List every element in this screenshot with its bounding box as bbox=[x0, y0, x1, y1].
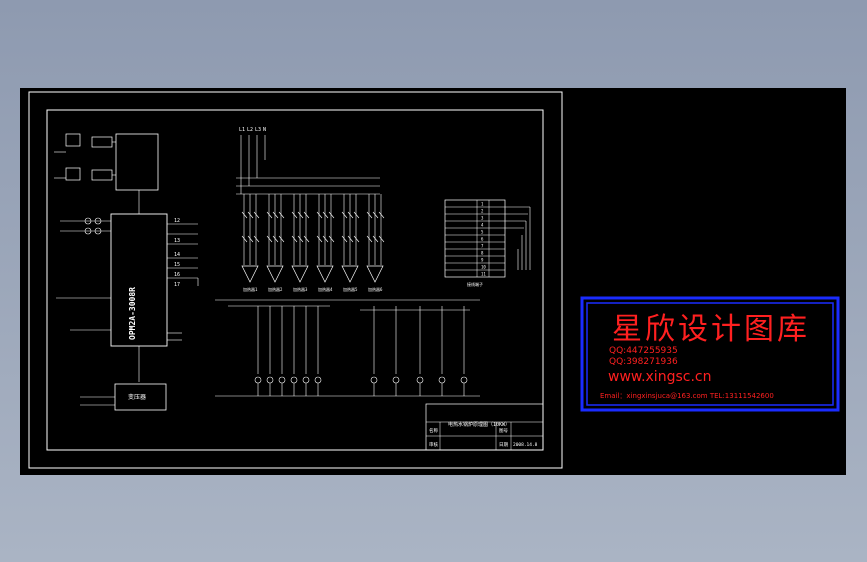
indicator-lamp bbox=[266, 376, 274, 384]
relay-coil bbox=[416, 376, 424, 384]
heater-column bbox=[266, 194, 285, 283]
svg-text:接线端子: 接线端子 bbox=[467, 281, 483, 287]
terminal-number: 11 bbox=[481, 272, 486, 277]
control-rung bbox=[370, 306, 378, 396]
controller-box bbox=[110, 213, 168, 347]
terminal-leads bbox=[505, 206, 531, 270]
relay-coil bbox=[460, 376, 468, 384]
relay-coil bbox=[370, 376, 378, 384]
title-block: 电热水锅炉原理图（10KW） 名称 图号 审核 日期 2008.14.8 bbox=[425, 403, 544, 451]
control-rung bbox=[392, 306, 400, 396]
control-rung bbox=[438, 306, 446, 396]
svg-text:日期: 日期 bbox=[499, 442, 508, 448]
svg-text:加热器5: 加热器5 bbox=[343, 286, 358, 292]
heater-columns bbox=[241, 194, 385, 283]
watermark-website[interactable]: www.xingsc.cn bbox=[608, 369, 712, 385]
control-rung bbox=[314, 306, 322, 396]
pin-labels: 12 13 14 15 16 17 bbox=[174, 218, 180, 288]
terminal-number: 4 bbox=[481, 223, 484, 228]
control-rung bbox=[460, 306, 468, 396]
svg-text:14: 14 bbox=[174, 252, 180, 258]
terminal-number: 10 bbox=[481, 265, 486, 270]
control-columns bbox=[254, 306, 468, 396]
heater-labels: 加热器1 加热器2 加热器3 加热器4 加热器5 加热器6 bbox=[243, 286, 383, 292]
drawing-title: 电热水锅炉原理图（10KW） bbox=[448, 421, 510, 428]
svg-text:17: 17 bbox=[174, 282, 180, 288]
svg-text:13: 13 bbox=[174, 238, 180, 244]
heater-column bbox=[241, 194, 260, 283]
heater-column bbox=[291, 194, 310, 283]
svg-text:L1: L1 bbox=[239, 127, 245, 133]
control-rung bbox=[416, 306, 424, 396]
svg-text:12: 12 bbox=[174, 218, 180, 224]
terminal-number: 8 bbox=[481, 251, 484, 256]
heater-column bbox=[366, 194, 385, 283]
svg-text:加热器1: 加热器1 bbox=[243, 286, 258, 292]
control-rung bbox=[278, 306, 286, 396]
watermark-box bbox=[580, 296, 840, 412]
svg-text:加热器6: 加热器6 bbox=[368, 286, 383, 292]
phase-labels: L1 L2 L3 N bbox=[239, 127, 266, 133]
svg-text:L2: L2 bbox=[247, 127, 253, 133]
control-rung bbox=[290, 306, 298, 396]
svg-text:变压器: 变压器 bbox=[128, 393, 146, 401]
power-bus bbox=[236, 135, 380, 195]
heater-element bbox=[291, 265, 309, 283]
watermark-qq1: QQ:447255935 bbox=[609, 346, 678, 356]
relay-coil bbox=[438, 376, 446, 384]
terminal-number: 7 bbox=[481, 244, 484, 249]
control-circuit bbox=[215, 299, 480, 397]
controller-label: OPM2A-3008R bbox=[128, 287, 137, 340]
controller-outputs bbox=[167, 223, 199, 286]
watermark-contact: Email：xingxinsjuca@163.com TEL:131115426… bbox=[600, 392, 774, 400]
relay-coil bbox=[392, 376, 400, 384]
control-rung bbox=[254, 306, 262, 396]
svg-text:16: 16 bbox=[174, 272, 180, 278]
svg-text:N: N bbox=[263, 127, 266, 133]
terminal-number: 5 bbox=[481, 230, 484, 235]
heater-column bbox=[316, 194, 335, 283]
watermark-title: 星欣设计图库 bbox=[612, 312, 810, 347]
inner-frame bbox=[46, 109, 544, 451]
svg-text:L3: L3 bbox=[255, 127, 261, 133]
heater-element bbox=[341, 265, 359, 283]
indicator-lamp bbox=[278, 376, 286, 384]
heater-column bbox=[341, 194, 360, 283]
outer-frame bbox=[28, 91, 563, 469]
indicator-lamp bbox=[254, 376, 262, 384]
heater-element bbox=[366, 265, 384, 283]
indicator-lamp bbox=[302, 376, 310, 384]
svg-text:加热器3: 加热器3 bbox=[293, 286, 308, 292]
terminal-table: 1 2 3 4 5 6 7 8 9 10 11 接线端子 bbox=[444, 199, 506, 287]
svg-text:加热器2: 加热器2 bbox=[268, 286, 283, 292]
svg-text:15: 15 bbox=[174, 262, 180, 268]
svg-text:名称: 名称 bbox=[429, 427, 438, 434]
transformer: 变压器 bbox=[80, 383, 167, 411]
terminal-number: 3 bbox=[481, 216, 484, 221]
heater-element bbox=[316, 265, 334, 283]
terminal-number: 2 bbox=[481, 209, 484, 214]
terminal-number: 1 bbox=[481, 202, 484, 207]
svg-text:2008.14.8: 2008.14.8 bbox=[513, 442, 538, 448]
controller-section: OPM2A-3008R bbox=[54, 133, 182, 382]
heater-element bbox=[266, 265, 284, 283]
indicator-lamp bbox=[290, 376, 298, 384]
indicator-lamp bbox=[314, 376, 322, 384]
svg-text:图号: 图号 bbox=[499, 428, 508, 434]
svg-text:审核: 审核 bbox=[429, 441, 438, 448]
heater-element bbox=[241, 265, 259, 283]
terminal-number: 9 bbox=[481, 258, 484, 263]
control-rung bbox=[266, 306, 274, 396]
watermark-qq2: QQ:398271936 bbox=[609, 357, 678, 367]
control-rung bbox=[302, 306, 310, 396]
svg-text:加热器4: 加热器4 bbox=[318, 286, 333, 292]
terminal-number: 6 bbox=[481, 237, 484, 242]
